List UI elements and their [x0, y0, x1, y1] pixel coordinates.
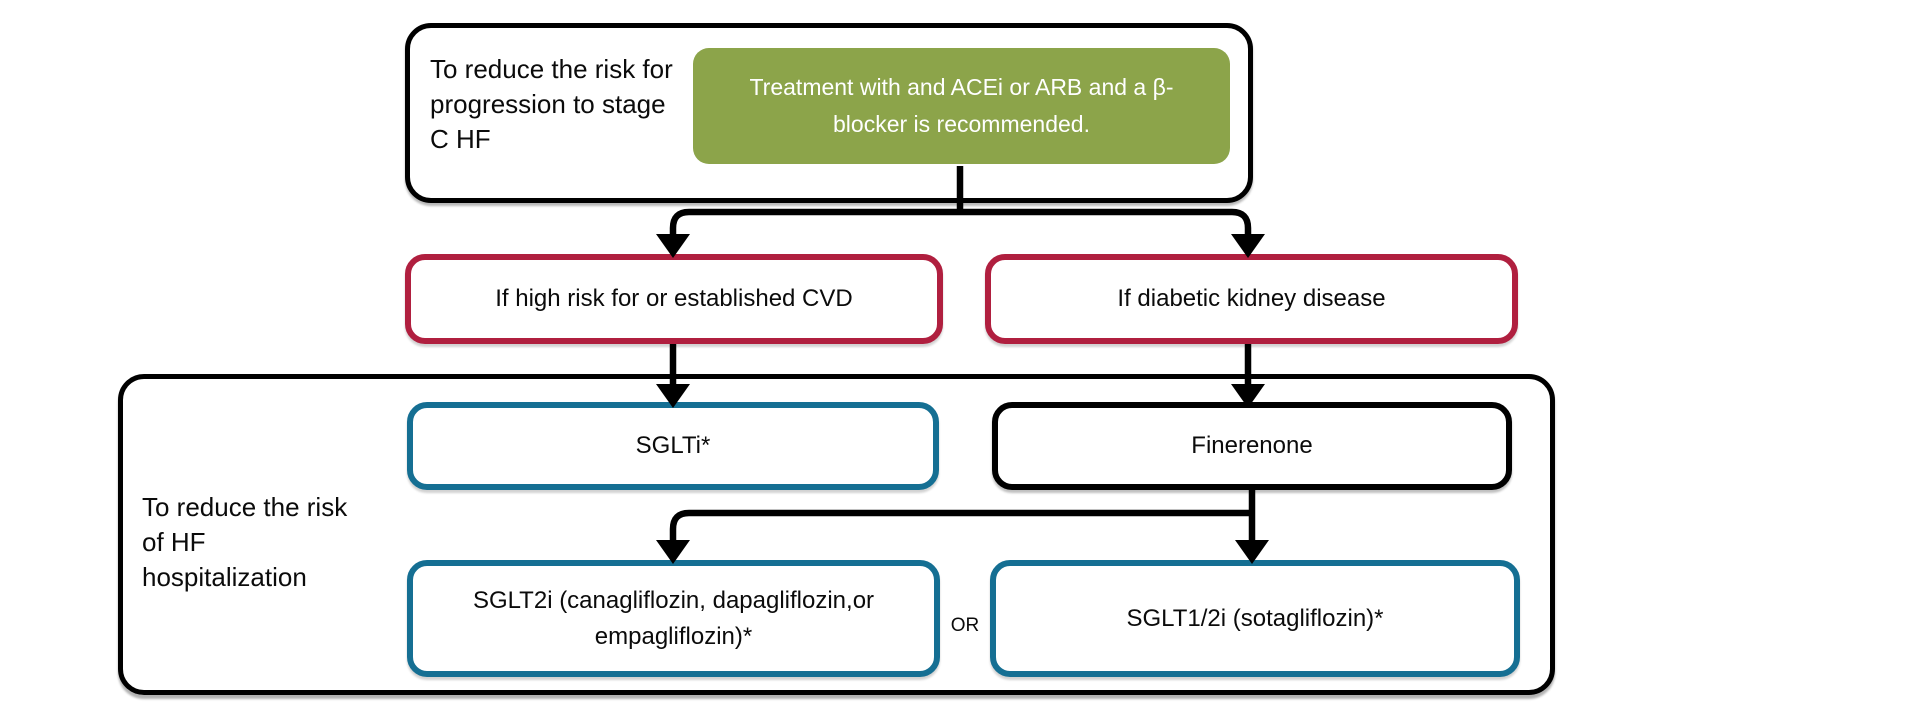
therapy-sglt12i-box: SGLT1/2i (sotagliflozin)*: [990, 560, 1520, 677]
stage-a-goal-label: To reduce the risk for progression to st…: [430, 54, 673, 154]
branch-to-cvd-condition: [669, 208, 960, 238]
therapy-sglti-text: SGLTi*: [635, 432, 711, 459]
therapy-sglt2i-box: SGLT2i (canagliflozin, dapagliflozin,or …: [407, 560, 940, 677]
condition-cvd-box: If high risk for or established CVD: [405, 254, 943, 344]
therapy-sglt12i-text: SGLT1/2i (sotagliflozin)*: [1126, 604, 1384, 632]
or-connector-label: OR: [950, 615, 980, 636]
branch-to-dkd-condition: [960, 208, 1252, 238]
therapy-finerenone-text: Finerenone: [1191, 432, 1313, 459]
hf-hospitalization-section-box: [118, 374, 1555, 695]
treatment-recommendation-text: Treatment with and ACEi or ARB and a β-b…: [749, 74, 1174, 137]
therapy-sglt2i-text: SGLT2i (canagliflozin, dapagliflozin,or …: [472, 586, 875, 650]
therapy-finerenone-box: Finerenone: [992, 402, 1512, 490]
hf-hospitalization-goal-label: To reduce the risk of HF hospitalization: [142, 492, 348, 593]
condition-dkd-text: If diabetic kidney disease: [1117, 285, 1386, 312]
treatment-recommendation-box: Treatment with and ACEi or ARB and a β-b…: [693, 48, 1230, 164]
condition-dkd-box: If diabetic kidney disease: [985, 254, 1518, 344]
therapy-sglti-box: SGLTi*: [407, 402, 939, 490]
condition-cvd-text: If high risk for or established CVD: [495, 285, 853, 312]
